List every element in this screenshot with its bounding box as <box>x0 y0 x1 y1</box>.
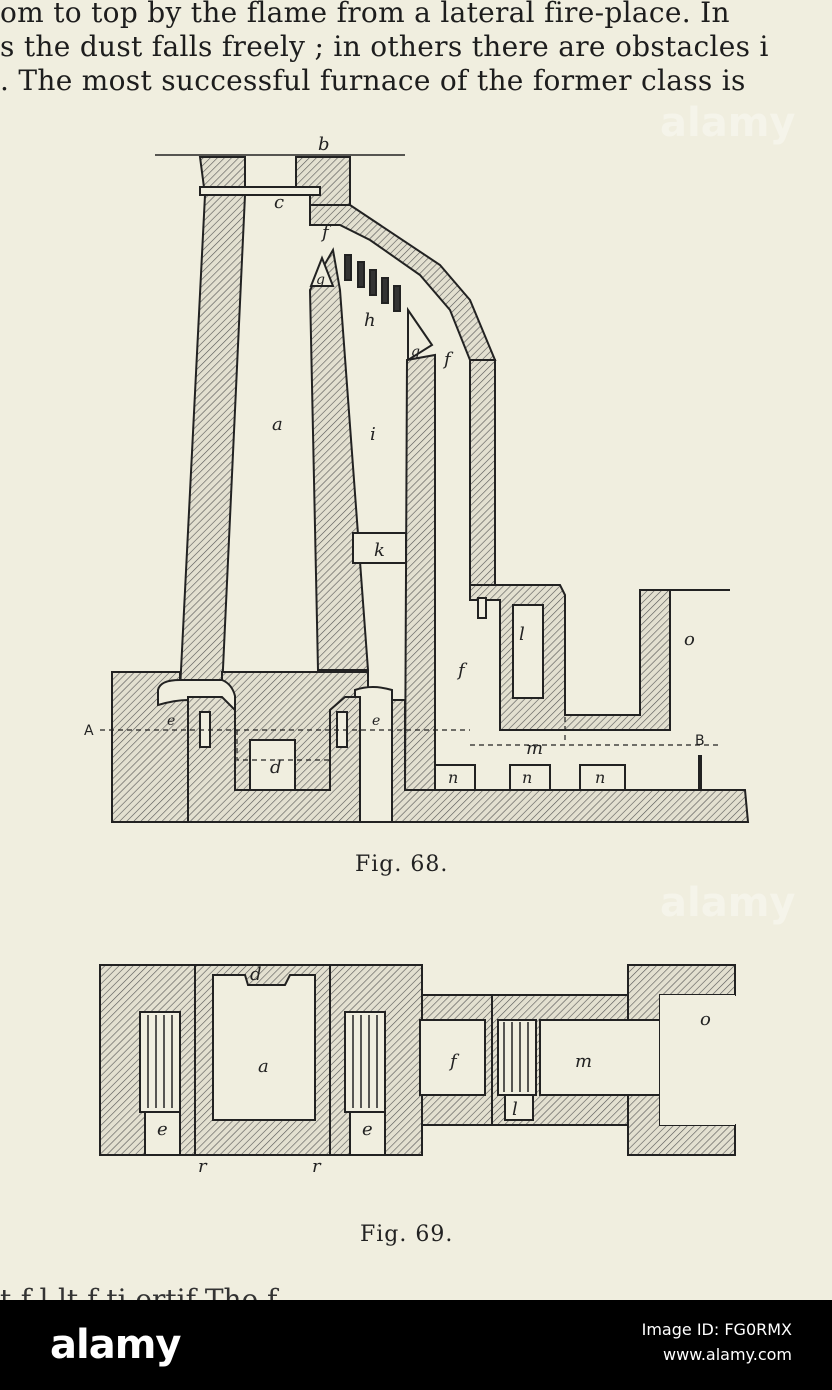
cut-off-text-line: t-f-l-lt f ti ertif The f <box>0 1283 278 1300</box>
watermark: alamy <box>660 100 796 146</box>
alamy-logo: alamy <box>50 1322 181 1368</box>
fig69-label-r-1: r <box>198 1156 208 1177</box>
fig69-label-o: o <box>700 1009 711 1030</box>
footer-info: Image ID: FG0RMX www.alamy.com <box>642 1318 792 1368</box>
figure-68-drawing: b c f g h g f a i k l o f e e m d n n n … <box>84 134 750 823</box>
label-c: c <box>274 192 284 213</box>
label-e-right: e <box>372 713 380 729</box>
label-f-right: f <box>442 349 454 370</box>
figure-69-caption: Fig. 69. <box>360 1222 454 1247</box>
label-e-left: e <box>167 713 175 729</box>
fig69-label-l: l <box>512 1099 518 1120</box>
label-l: l <box>519 624 525 645</box>
body-text-line-2: s the dust falls freely ; in others ther… <box>0 30 769 63</box>
fig69-label-d: d <box>250 964 262 985</box>
label-B: B <box>695 733 705 749</box>
figure-68-structure <box>111 154 750 823</box>
label-n-2: n <box>522 768 532 787</box>
fig69-label-r-2: r <box>312 1156 322 1177</box>
site-url-text: www.alamy.com <box>663 1345 792 1364</box>
label-b: b <box>318 134 330 155</box>
watermark: alamy <box>660 880 796 926</box>
label-m: m <box>526 738 543 759</box>
fig69-label-a: a <box>258 1056 269 1077</box>
fig69-label-e-right: e <box>362 1119 373 1140</box>
label-f-lower: f <box>456 660 468 681</box>
figure-68-caption: Fig. 68. <box>355 852 449 877</box>
label-h: h <box>364 310 376 331</box>
label-a: a <box>272 414 283 435</box>
body-text-line-3: . The most successful furnace of the for… <box>0 64 746 97</box>
fig69-label-e-left: e <box>157 1119 168 1140</box>
figure-69-drawing: d a e e f l m o r r <box>99 964 736 1177</box>
label-n-3: n <box>595 768 605 787</box>
label-k: k <box>374 540 385 561</box>
watermark-footer-bar: alamy Image ID: FG0RMX www.alamy.com <box>0 1300 832 1390</box>
fig69-label-m: m <box>575 1051 592 1072</box>
label-g-right: g <box>411 344 420 360</box>
label-n-1: n <box>448 768 458 787</box>
label-g-left: g <box>316 272 325 288</box>
label-i: i <box>370 424 376 445</box>
scanned-book-page: om to top by the flame from a lateral fi… <box>0 0 796 1300</box>
label-A: A <box>84 723 94 739</box>
body-text-line-1: om to top by the flame from a lateral fi… <box>0 0 730 29</box>
label-d: d <box>270 757 282 778</box>
image-id-text: Image ID: FG0RMX <box>641 1320 792 1339</box>
label-o: o <box>684 629 695 650</box>
